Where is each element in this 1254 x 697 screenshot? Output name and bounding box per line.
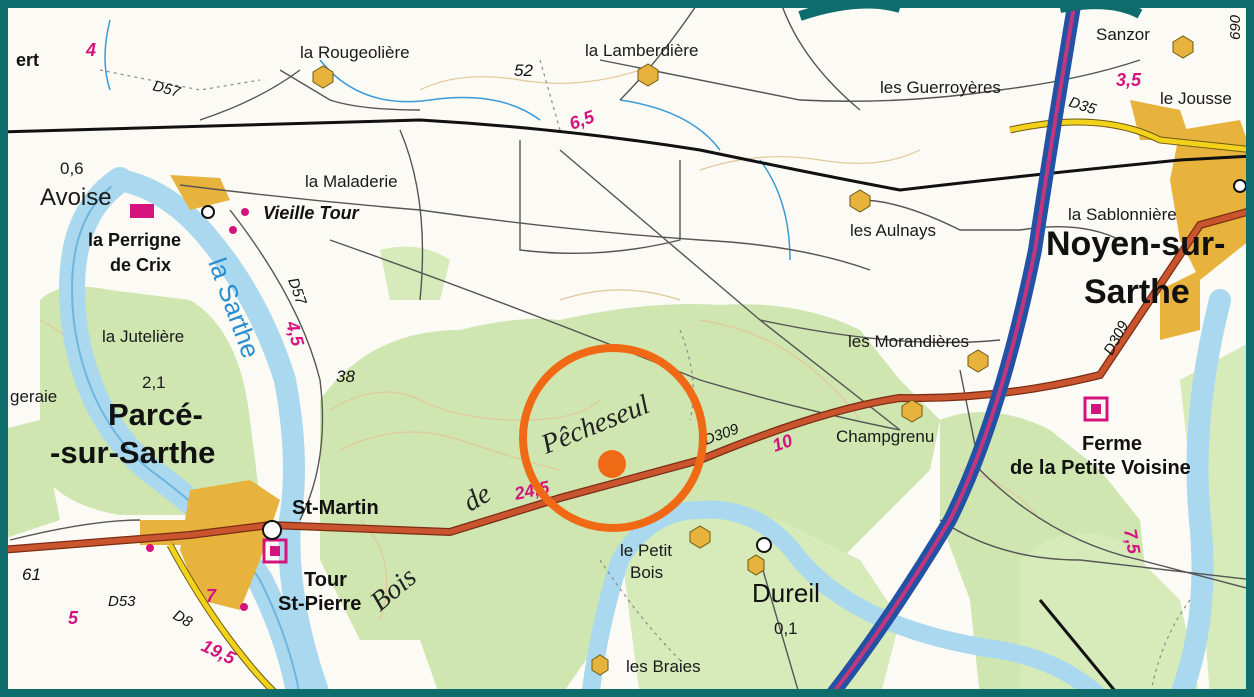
label-tour: Tour bbox=[304, 569, 347, 591]
label-st-martin: St-Martin bbox=[292, 497, 379, 519]
label-geraie: geraie bbox=[10, 387, 57, 406]
value-2-1: 2,1 bbox=[142, 373, 166, 392]
label-la-rougeoliere: la Rougeolière bbox=[300, 43, 410, 62]
town-labels: Noyen-sur- Sarthe Parcé- -sur-Sarthe bbox=[50, 225, 1225, 470]
label-parce: Parcé- bbox=[108, 397, 203, 432]
value-52: 52 bbox=[514, 61, 533, 80]
label-la-juteliere: la Jutelière bbox=[102, 327, 184, 346]
label-road-690: 690 bbox=[1227, 14, 1244, 40]
label-les-aulnays: les Aulnays bbox=[850, 221, 936, 240]
label-la-lamberdiere: la Lamberdière bbox=[585, 41, 698, 60]
tracks bbox=[99, 59, 1191, 689]
label-noyen-sur: Noyen-sur- bbox=[1046, 225, 1225, 263]
altitude-values: 52 0,6 38 2,1 61 0,1 bbox=[22, 61, 798, 638]
top-arc-decoration bbox=[798, 8, 1143, 21]
highway bbox=[827, 8, 1081, 689]
value-38: 38 bbox=[336, 367, 355, 386]
label-vieille-tour: Vieille Tour bbox=[263, 203, 360, 223]
label-le-petit: le Petit bbox=[620, 541, 672, 560]
km-5: 5 bbox=[68, 608, 79, 628]
place-labels: ert la Rougeolière la Lamberdière Sanzor… bbox=[10, 25, 1232, 676]
label-bois: Bois bbox=[630, 563, 663, 582]
label-la-sablonniere: la Sablonnière bbox=[1068, 205, 1177, 224]
value-0-6: 0,6 bbox=[60, 159, 84, 178]
poi-markers bbox=[130, 179, 1246, 611]
main-road-d309 bbox=[8, 208, 1246, 554]
label-sanzor: Sanzor bbox=[1096, 25, 1150, 44]
label-la-maladerie: la Maladerie bbox=[305, 172, 398, 191]
secondary-roads-fill bbox=[167, 119, 1246, 689]
label-dureil: Dureil bbox=[752, 578, 820, 608]
label-ferme: Ferme bbox=[1082, 433, 1142, 455]
label-road-d53: D53 bbox=[108, 593, 136, 610]
label-noyen-sarthe: Sarthe bbox=[1084, 273, 1190, 311]
label-les-morandieres: les Morandières bbox=[848, 332, 969, 351]
km-3-5: 3,5 bbox=[1116, 70, 1142, 90]
label-champgrenu: Champgrenu bbox=[836, 427, 934, 446]
label-road-d57-top: D57 bbox=[151, 77, 183, 101]
label-le-jousse: le Jousse bbox=[1160, 89, 1232, 108]
label-les-guerroyeres: les Guerroyères bbox=[880, 78, 1001, 97]
label-st-pierre: St-Pierre bbox=[278, 593, 361, 615]
railway-line bbox=[8, 118, 1246, 192]
km-7: 7 bbox=[206, 586, 217, 606]
location-circle-marker bbox=[519, 344, 707, 532]
hexagon-symbols bbox=[312, 35, 1194, 676]
km-7-5: 7,5 bbox=[1120, 527, 1144, 556]
value-0-1: 0,1 bbox=[774, 619, 798, 638]
label-la-perrigne: la Perrigne bbox=[88, 230, 181, 250]
river-sarthe bbox=[59, 167, 1231, 689]
label-de-crix: de Crix bbox=[110, 255, 171, 275]
power-line bbox=[1038, 599, 1116, 689]
label-les-braies: les Braies bbox=[626, 657, 701, 676]
km-4: 4 bbox=[85, 40, 96, 60]
label-ert: ert bbox=[16, 50, 39, 70]
streams bbox=[104, 19, 791, 261]
label-sur-sarthe: -sur-Sarthe bbox=[50, 435, 215, 470]
label-avoise: Avoise bbox=[40, 184, 112, 211]
value-61: 61 bbox=[22, 565, 41, 584]
label-de-la-petite-voisine: de la Petite Voisine bbox=[1010, 457, 1191, 479]
